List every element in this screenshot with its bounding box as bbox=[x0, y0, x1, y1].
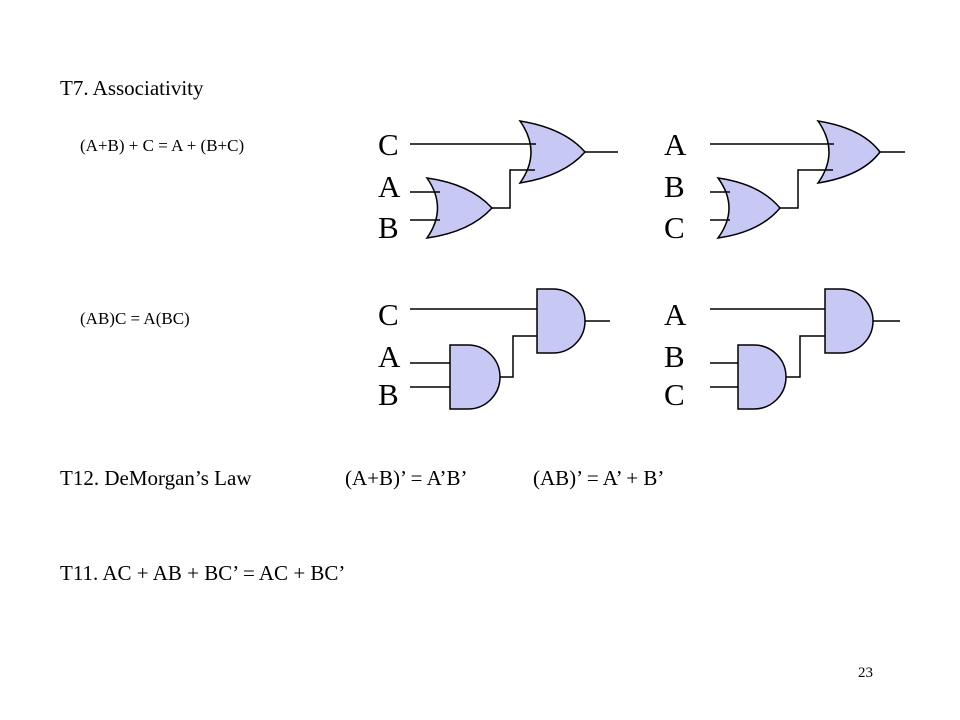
and-circuit-right: A B C bbox=[664, 288, 900, 412]
and-associativity-equation: (AB)C = A(BC) bbox=[80, 309, 190, 328]
and-gate-outer bbox=[536, 288, 586, 354]
input-label-bottom: B bbox=[378, 377, 399, 412]
t11-theorem: T11. AC + AB + BC’ = AC + BC’ bbox=[60, 561, 346, 585]
input-label-mid: B bbox=[664, 169, 685, 204]
input-label-top: C bbox=[378, 297, 399, 332]
or-gate-inner bbox=[716, 177, 781, 239]
input-label-top: C bbox=[378, 127, 399, 162]
input-label-bottom: B bbox=[378, 210, 399, 245]
or-circuit-left: C A B bbox=[378, 119, 618, 245]
t12-equation-1: (A+B)’ = A’B’ bbox=[345, 466, 468, 490]
and-gate-inner bbox=[737, 344, 787, 410]
wire bbox=[500, 335, 537, 378]
or-associativity-equation: (A+B) + C = A + (B+C) bbox=[80, 136, 245, 155]
input-label-top: A bbox=[664, 297, 687, 332]
page-number: 23 bbox=[858, 665, 873, 681]
input-label-mid: B bbox=[664, 339, 685, 374]
and-circuit-left: C A B bbox=[378, 288, 610, 412]
or-gate-outer bbox=[518, 119, 586, 185]
and-gate-inner bbox=[449, 344, 501, 410]
t12-equation-2: (AB)’ = A’ + B’ bbox=[533, 466, 665, 490]
wire bbox=[492, 169, 535, 209]
input-label-top: A bbox=[664, 127, 687, 162]
and-gate-outer bbox=[824, 288, 874, 354]
t12-label: T12. DeMorgan’s Law bbox=[60, 466, 252, 490]
or-circuit-right: A B C bbox=[664, 119, 905, 245]
input-label-bottom: C bbox=[664, 210, 685, 245]
wire bbox=[780, 169, 833, 209]
wire bbox=[786, 335, 825, 378]
input-label-bottom: C bbox=[664, 377, 685, 412]
input-label-mid: A bbox=[378, 169, 401, 204]
t7-title: T7. Associativity bbox=[60, 76, 204, 100]
or-gate-outer bbox=[816, 119, 881, 185]
input-label-mid: A bbox=[378, 339, 401, 374]
or-gate-inner bbox=[425, 177, 494, 239]
